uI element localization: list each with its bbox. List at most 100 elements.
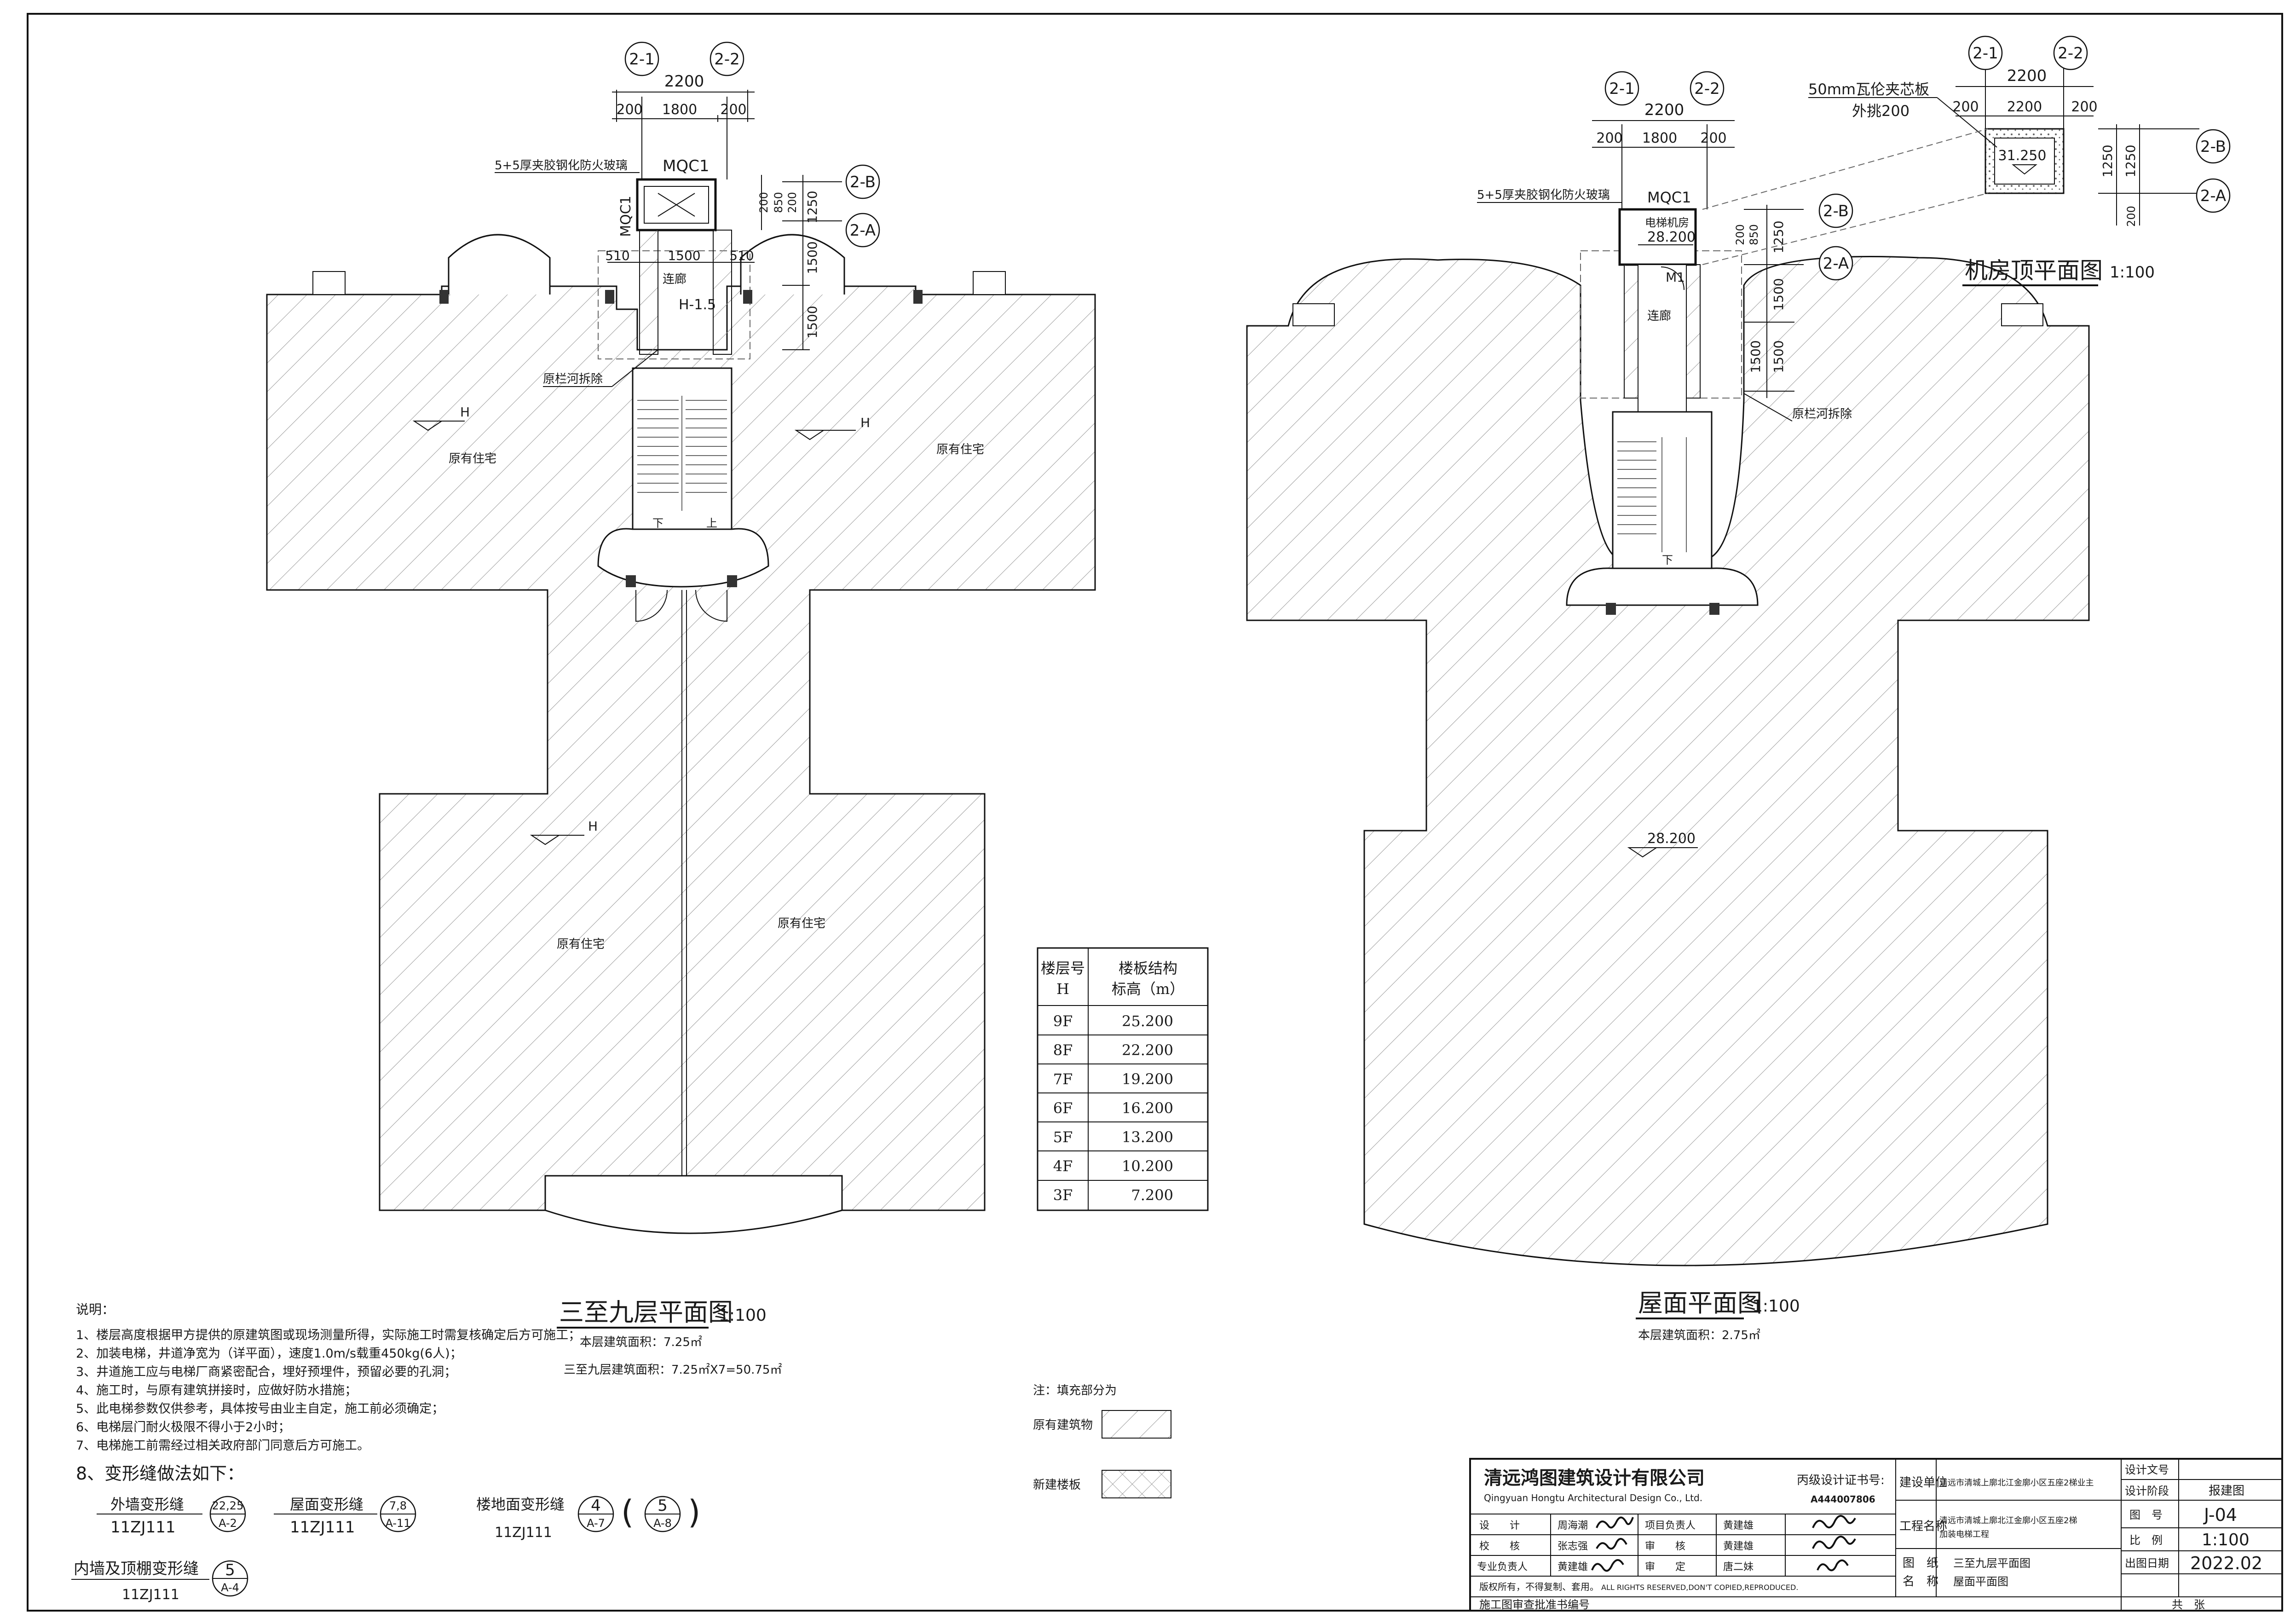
note-item: 4、施工时，与原有建筑拼接时，应做好防水措施； xyxy=(76,1383,357,1398)
phase-label: 设计阶段 xyxy=(2125,1485,2169,1497)
company-name-en: Qingyuan Hongtu Architectural Design Co.… xyxy=(1484,1492,1702,1503)
name-spec: 黄建雄 xyxy=(1558,1561,1588,1573)
role-approve: 审 定 xyxy=(1645,1561,1685,1573)
right-col-2 xyxy=(1709,603,1719,615)
left-res-2: 原有住宅 xyxy=(936,443,984,457)
right-dim-v3: 1500 xyxy=(1771,340,1786,373)
right-grid-22-label: 2-2 xyxy=(1694,80,1720,98)
note-item: 1、楼层高度根据甲方提供的原建筑图或现场测量所得，实际施工时需复核确定后方可施工… xyxy=(76,1328,581,1342)
table-cell-floor: 6F xyxy=(1053,1099,1073,1117)
right-plan-scale: 1:100 xyxy=(1752,1297,1800,1316)
right-grid-2b-label: 2-B xyxy=(1823,202,1849,220)
name-review: 黄建雄 xyxy=(1723,1541,1754,1552)
left-bottom-bay xyxy=(545,1209,842,1234)
joint-exterior-wall: 外墙变形缝 11ZJ111 22,25 A-2 xyxy=(97,1496,246,1537)
copyright-cn: 版权所有，不得复制、套用。 xyxy=(1479,1581,1599,1592)
left-ledge-2 xyxy=(973,271,1006,295)
notes-heading: 说明： xyxy=(76,1302,115,1317)
roof-grid-2b: 2-B xyxy=(2196,129,2231,164)
table-row: 8F 22.200 xyxy=(1053,1041,1173,1059)
right-door-m1-swing xyxy=(1661,266,1685,290)
table-header-slab: 楼板结构 xyxy=(1119,959,1177,977)
roof-dim-a: 200 xyxy=(1952,99,1979,115)
table-cell-floor: 8F xyxy=(1053,1041,1073,1059)
table-header-h: H xyxy=(1056,980,1069,998)
sheet-label: 图 号 xyxy=(2129,1508,2163,1521)
role-pm: 项目负责人 xyxy=(1645,1520,1696,1532)
table-row: 7F 19.200 xyxy=(1053,1070,1173,1088)
roof-elev: 31.250 xyxy=(1998,148,2047,164)
table-header-floor: 楼层号 xyxy=(1041,959,1085,977)
left-col-b xyxy=(605,290,614,304)
table-row: 5F 13.200 xyxy=(1053,1128,1173,1146)
right-door-m1: M1 xyxy=(1666,270,1685,285)
project-value-2: 加装电梯工程 xyxy=(1939,1530,1989,1539)
drawing-name-1: 三至九层平面图 xyxy=(1953,1557,2031,1570)
left-dim-c: 200 xyxy=(720,102,746,118)
left-dim-s1: 200 xyxy=(757,192,770,213)
left-column-2 xyxy=(727,575,737,587)
left-elev-h2: H xyxy=(860,415,870,430)
roof-dim-top: 2200 xyxy=(2007,67,2047,85)
joint-index-bottom: A-2 xyxy=(219,1517,237,1530)
left-res-3: 原有住宅 xyxy=(557,937,605,951)
joint-index-bottom: A-4 xyxy=(221,1581,239,1594)
table-cell-floor: 9F xyxy=(1053,1012,1073,1030)
left-elev-mark-2: H xyxy=(794,415,870,440)
drawing-label-1: 图 纸 xyxy=(1903,1556,1938,1570)
drawing-label-2: 名 称 xyxy=(1903,1575,1938,1589)
role-design: 设 计 xyxy=(1479,1520,1520,1532)
ratio-label: 比 例 xyxy=(2129,1534,2163,1547)
right-plan-title: 屋面平面图 xyxy=(1638,1289,1762,1318)
left-railing-leader-2 xyxy=(611,349,658,387)
cert-number: A444007806 xyxy=(1811,1494,1875,1505)
left-grid-2b-label: 2-B xyxy=(850,173,876,191)
floor-level-table: 楼层号 H 楼板结构 标高（m） 9F 25.200 8F 22.200 7F … xyxy=(1037,947,1209,1211)
table-header-elev: 标高（m） xyxy=(1112,980,1184,998)
left-res-4: 原有住宅 xyxy=(778,917,825,930)
right-door-mqc1: MQC1 xyxy=(1647,189,1691,206)
signature-pm xyxy=(1812,1515,1856,1529)
name-check: 张志强 xyxy=(1558,1541,1588,1552)
paren-close: ) xyxy=(688,1493,700,1531)
joint-index-bottom: A-11 xyxy=(385,1517,410,1530)
left-grid-2a-label: 2-A xyxy=(850,221,876,240)
right-corridor xyxy=(1638,264,1687,422)
joint-index-top: 7,8 xyxy=(389,1499,407,1512)
roof-grid-22: 2-2 xyxy=(2053,35,2088,70)
roof-dim-b: 2200 xyxy=(2007,99,2042,115)
joint-interior-wall: 内墙及顶棚变形缝 11ZJ111 5 A-4 xyxy=(71,1560,248,1603)
table-cell-floor: 3F xyxy=(1053,1186,1073,1204)
roof-dim-v3: 200 xyxy=(2125,206,2138,227)
note-item: 2、加装电梯，井道净宽为（详平面），速度1.0m/s载重450kg(6人)； xyxy=(76,1347,462,1361)
left-elev-h1: H xyxy=(460,405,470,420)
joint-label: 屋面变形缝 xyxy=(290,1496,363,1513)
left-grid-21-label: 2-1 xyxy=(629,50,655,69)
right-dim-top: 2200 xyxy=(1644,101,1685,119)
role-review: 审 核 xyxy=(1645,1541,1685,1552)
signature-approve xyxy=(1817,1559,1849,1572)
legend-existing-swatch xyxy=(1102,1410,1171,1439)
signature-review xyxy=(1812,1536,1856,1549)
roof-grid-2b-label: 2-B xyxy=(2200,138,2226,156)
right-roof-outline xyxy=(1246,256,2090,1266)
left-door-mqc1-side: MQC1 xyxy=(618,196,634,237)
legend-existing-label: 原有建筑物 xyxy=(1033,1418,1093,1432)
left-balcony-left xyxy=(448,234,551,295)
role-spec: 专业负责人 xyxy=(1477,1561,1528,1573)
right-corridor-label: 连廊 xyxy=(1647,309,1671,323)
roof-grid-2a: 2-A xyxy=(2196,178,2231,213)
roof-grid-21: 2-1 xyxy=(1968,35,2003,70)
roof-dimensions xyxy=(1956,64,2199,225)
note-item: 3、井道施工应与电梯厂商紧密配合，埋好预埋件，预留必要的孔洞； xyxy=(76,1365,456,1379)
client-value: 清远市清城上廓北江金廓小区五座2梯业主 xyxy=(1939,1478,2094,1488)
right-stair-landing xyxy=(1566,567,1759,606)
joint-label: 内墙及顶棚变形缝 xyxy=(74,1560,199,1578)
left-door-swing-1 xyxy=(635,589,668,622)
machine-roof-plan: 2-1 2-2 2-B 2-A 50mm瓦伦夹芯板 外挑200 2200 200… xyxy=(1702,35,2231,286)
left-ledge-1 xyxy=(312,271,346,295)
table-cell-elev: 25.200 xyxy=(1122,1012,1173,1030)
roof-note-leader xyxy=(1937,97,1997,148)
signature-check xyxy=(1596,1538,1627,1550)
roof-plan-scale: 1:100 xyxy=(2110,263,2155,282)
